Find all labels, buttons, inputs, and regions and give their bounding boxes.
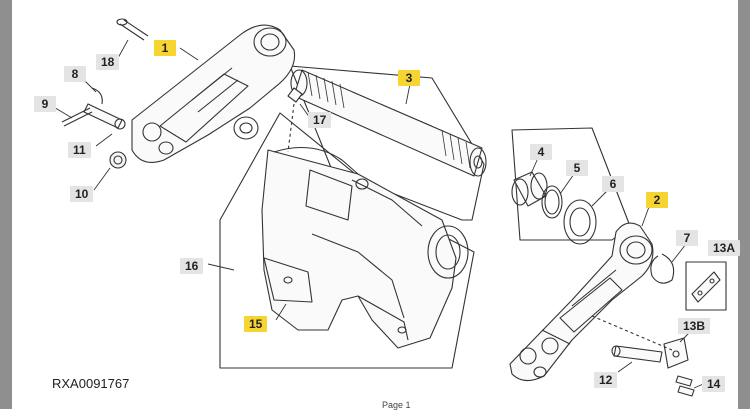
- callout-13a: 13A: [708, 240, 741, 256]
- callout-2: 2: [646, 192, 668, 208]
- callout-12: 12: [594, 372, 618, 388]
- splined-shaft-part: [290, 69, 487, 177]
- plate-13b-part: [663, 337, 689, 369]
- callout-9: 9: [34, 96, 56, 112]
- page-edge-right: [738, 0, 750, 409]
- callout-10: 10: [70, 186, 94, 202]
- plate-13a-box: [685, 261, 727, 311]
- snap-ring-7-part: [650, 253, 675, 284]
- housing-frame: [219, 112, 475, 369]
- callout-8: 8: [64, 66, 86, 82]
- pin-18-part: [116, 18, 149, 41]
- page-edge-left: [0, 0, 12, 409]
- callout-14: 14: [702, 376, 726, 392]
- callout-15: 15: [244, 316, 268, 332]
- callout-11: 11: [68, 142, 91, 158]
- pin-11-part: [83, 103, 126, 130]
- grease-fitting-17-part: [287, 87, 303, 153]
- callout-17: 17: [308, 112, 332, 128]
- callout-4: 4: [530, 144, 552, 160]
- callout-18: 18: [96, 54, 120, 70]
- exploded-parts-diagram: [51, 18, 727, 397]
- diagram-sheet: 1 2 3 4 5 6 7 8 9 10 11 12 13A 13B 14 15…: [12, 0, 741, 410]
- clip-8-part: [91, 87, 103, 105]
- pin-12-part: [611, 345, 663, 363]
- callout-1: 1: [154, 40, 176, 56]
- page-footer: Page 1: [382, 400, 411, 410]
- left-arm-part: [131, 24, 296, 163]
- callout-3: 3: [398, 70, 420, 86]
- right-arm-part: [509, 222, 654, 382]
- washer-6-part: [563, 199, 597, 245]
- seal-5-part: [541, 185, 563, 219]
- pin-9-part: [61, 107, 93, 127]
- figure-reference: RXA0091767: [52, 376, 130, 391]
- callout-7: 7: [676, 230, 698, 246]
- callout-6: 6: [602, 176, 624, 192]
- callout-13b: 13B: [678, 318, 711, 334]
- bushing-10-part: [109, 151, 127, 169]
- housing-15-part: [261, 147, 469, 349]
- callout-16: 16: [180, 258, 204, 274]
- bolt-14-part: [675, 375, 695, 397]
- plate-13a-part: [691, 271, 721, 303]
- callout-5: 5: [566, 160, 588, 176]
- pin-12-dashed-path: [591, 315, 673, 351]
